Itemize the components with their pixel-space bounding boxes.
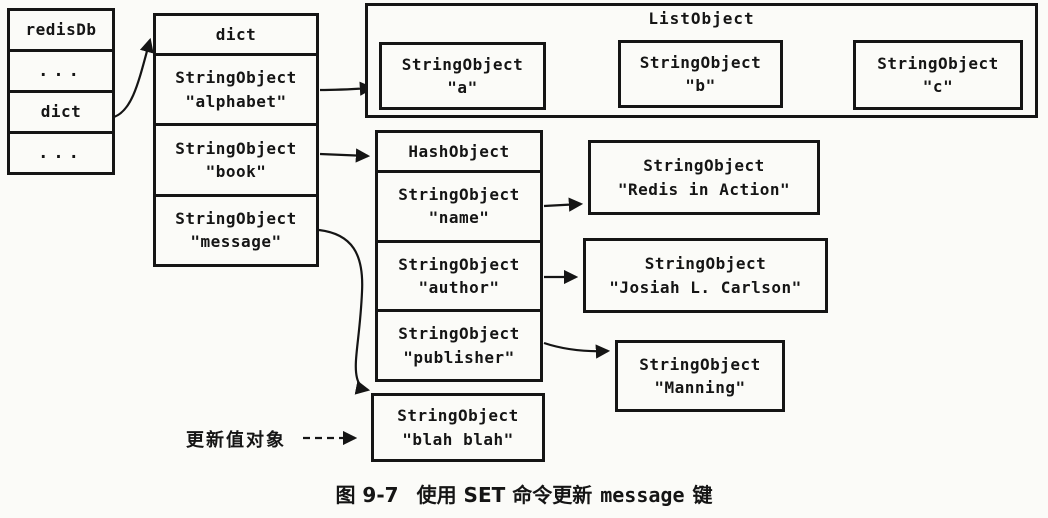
object-value-label: "book"	[205, 161, 267, 181]
arrow-name-to-value	[543, 197, 584, 212]
dict-pointer-cell: dict	[10, 90, 112, 131]
arrow-book-to-hash	[319, 148, 371, 163]
list-object-container: ListObject StringObject "a" StringObject…	[365, 3, 1038, 118]
object-value-label: "Manning"	[654, 378, 746, 397]
redisdb-header-cell: redisDb	[25, 20, 97, 40]
list-item-c: StringObject "c"	[853, 40, 1023, 110]
object-type-label: StringObject	[397, 406, 519, 426]
hash-field-author: StringObject "author"	[378, 239, 540, 310]
figure-number-label: 图 9-7	[335, 483, 399, 507]
object-type-label: StringObject	[398, 254, 520, 274]
object-type-label: StringObject	[175, 209, 297, 229]
value-box-redis-in-action: StringObject "Redis in Action"	[588, 140, 820, 215]
caption-text-after: 键	[692, 483, 713, 507]
object-value-label: "b"	[685, 76, 716, 95]
object-value-label: "a"	[447, 78, 478, 97]
caption-code-message: message	[600, 483, 685, 507]
object-value-label: "name"	[428, 208, 490, 228]
object-value-label: "blah blah"	[402, 429, 514, 449]
new-value-annotation-label: 更新值对象	[186, 430, 286, 451]
dict-table: dict StringObject "alphabet" StringObjec…	[153, 13, 319, 267]
arrow-publisher-to-value	[543, 341, 611, 359]
hash-field-publisher: StringObject "publisher"	[378, 309, 540, 379]
object-type-label: StringObject	[877, 53, 999, 73]
object-type-label: StringObject	[639, 354, 761, 374]
hash-object-header: HashObject	[408, 141, 510, 161]
caption-text-before: 使用 SET 命令更新	[416, 483, 593, 507]
arrow-message-to-new-value	[318, 228, 371, 395]
object-value-label: "Redis in Action"	[617, 179, 791, 199]
ellipsis-cell: ...	[10, 131, 112, 172]
redisdb-table: redisDb ... dict ...	[7, 8, 115, 175]
object-value-label: "message"	[190, 232, 282, 252]
list-item-b: StringObject "b"	[618, 40, 783, 108]
object-value-label: "author"	[418, 278, 500, 297]
object-type-label: StringObject	[401, 54, 524, 74]
hash-object-table: HashObject StringObject "name" StringObj…	[375, 130, 543, 382]
object-value-label: "publisher"	[403, 347, 515, 367]
list-item-a: StringObject "a"	[379, 42, 546, 110]
object-type-label: StringObject	[398, 324, 520, 344]
object-value-label: "Josiah L. Carlson"	[609, 277, 802, 297]
dict-key-book: StringObject "book"	[156, 123, 316, 193]
dict-key-alphabet: StringObject "alphabet"	[156, 53, 316, 123]
object-value-label: "c"	[922, 77, 954, 96]
value-box-manning: StringObject "Manning"	[615, 340, 785, 412]
figure-caption: 图 9-7 使用 SET 命令更新 message 键	[0, 479, 1048, 508]
object-type-label: StringObject	[644, 254, 767, 274]
dict-table-header: dict	[215, 24, 257, 44]
object-value-label: "alphabet"	[185, 91, 287, 111]
dict-key-message: StringObject "message"	[156, 193, 316, 264]
arrow-dict-to-dict-table	[113, 37, 154, 119]
object-type-label: StringObject	[175, 68, 297, 88]
object-type-label: StringObject	[175, 138, 297, 158]
list-object-label: ListObject	[648, 9, 755, 28]
value-box-josiah-carlson: StringObject "Josiah L. Carlson"	[583, 238, 828, 313]
object-type-label: StringObject	[398, 185, 520, 205]
object-type-label: StringObject	[639, 52, 762, 72]
new-value-box-blah-blah: StringObject "blah blah"	[371, 393, 545, 462]
hash-field-name: StringObject "name"	[378, 170, 540, 240]
object-type-label: StringObject	[643, 156, 765, 176]
ellipsis-cell: ...	[10, 49, 112, 90]
